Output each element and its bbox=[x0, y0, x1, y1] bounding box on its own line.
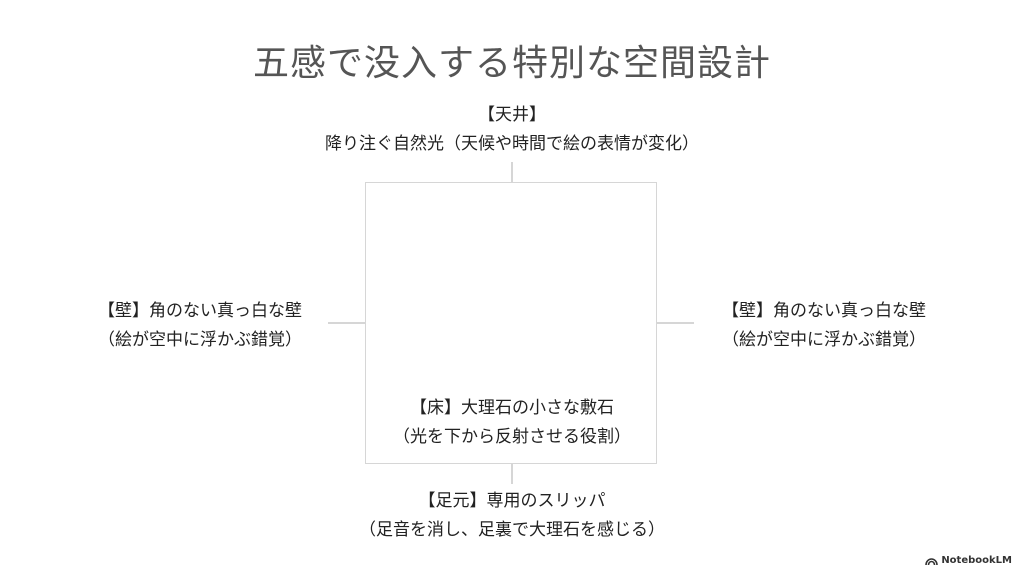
page-title: 五感で没入する特別な空間設計 bbox=[252, 43, 771, 84]
left-wall-description: （絵が空中に浮かぶ錯覚） bbox=[98, 330, 302, 350]
notebooklm-logo-icon bbox=[925, 557, 939, 565]
footwear-connector-line bbox=[511, 464, 513, 484]
ceiling-connector-line bbox=[511, 162, 513, 182]
footwear-description: （足音を消し、足裏で大理石を感じる） bbox=[359, 520, 665, 540]
footwear-heading: 【足元】専用のスリッパ bbox=[418, 491, 606, 511]
ceiling-heading: 【天井】 bbox=[478, 105, 546, 125]
right-wall-heading: 【壁】角のない真っ白な壁 bbox=[722, 301, 926, 321]
notebooklm-brand: NotebookLM bbox=[925, 555, 1012, 566]
ceiling-label: 【天井】 降り注ぐ自然光（天候や時間で絵の表情が変化） bbox=[262, 101, 762, 159]
floor-description: （光を下から反射させる役割） bbox=[393, 427, 631, 447]
ceiling-description: 降り注ぐ自然光（天候や時間で絵の表情が変化） bbox=[325, 134, 699, 154]
left-wall-label: 【壁】角のない真っ白な壁 （絵が空中に浮かぶ錯覚） bbox=[40, 297, 360, 355]
left-wall-connector-line bbox=[328, 322, 365, 324]
floor-heading: 【床】大理石の小さな敷石 bbox=[410, 398, 614, 418]
left-wall-heading: 【壁】角のない真っ白な壁 bbox=[98, 301, 302, 321]
floor-label: 【床】大理石の小さな敷石 （光を下から反射させる役割） bbox=[366, 394, 658, 452]
brand-text: NotebookLM bbox=[941, 555, 1012, 566]
footwear-label: 【足元】専用のスリッパ （足音を消し、足裏で大理石を感じる） bbox=[262, 487, 762, 545]
right-wall-label: 【壁】角のない真っ白な壁 （絵が空中に浮かぶ錯覚） bbox=[664, 297, 984, 355]
room-box bbox=[365, 182, 657, 464]
right-wall-description: （絵が空中に浮かぶ錯覚） bbox=[722, 330, 926, 350]
right-wall-connector-line bbox=[657, 322, 694, 324]
